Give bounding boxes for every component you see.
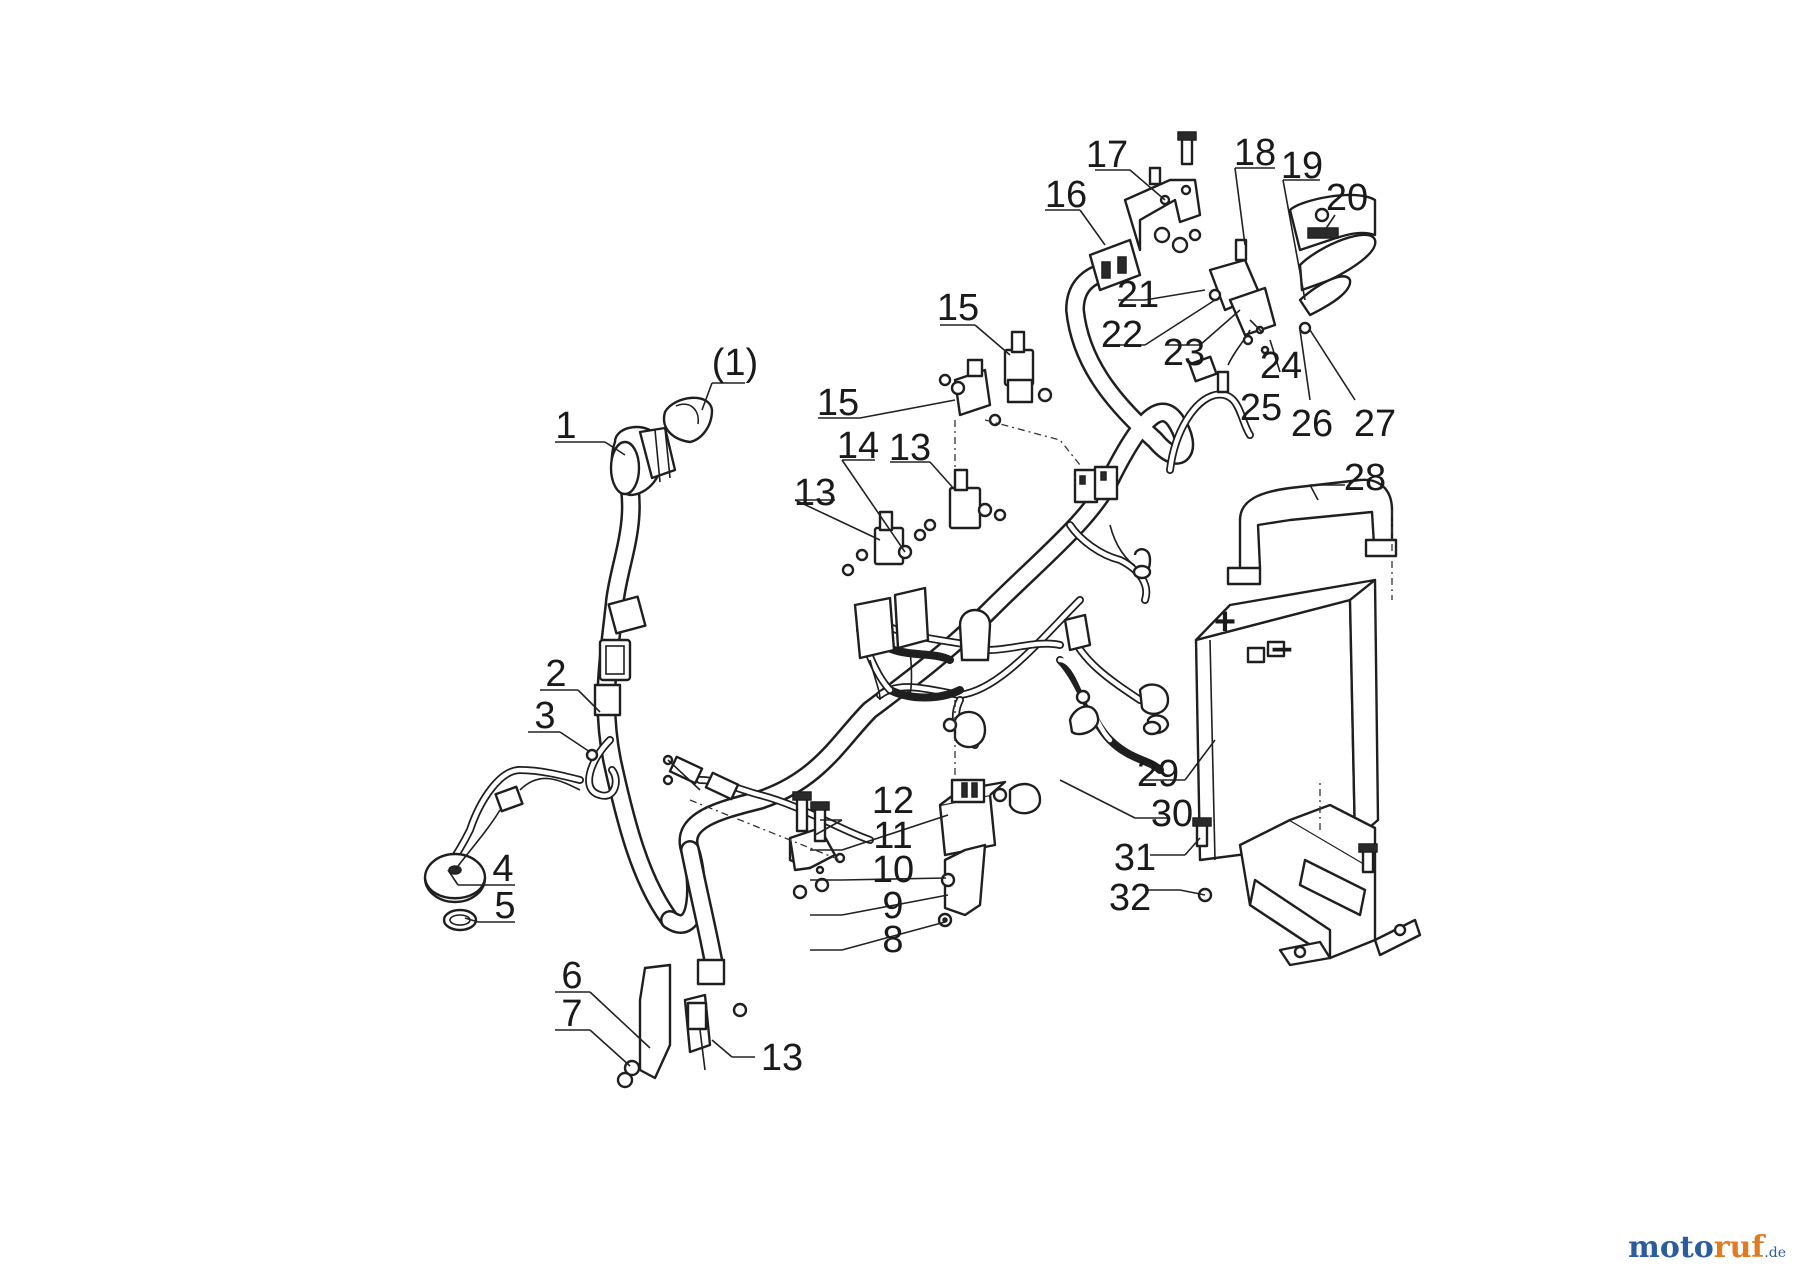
- battery: + –: [1194, 478, 1398, 862]
- callout-32: 32: [1109, 877, 1151, 919]
- callout-3: 3: [534, 695, 555, 737]
- ground-terminals: [1109, 524, 1162, 736]
- lower-bracket: [616, 963, 748, 1089]
- callout-6: 6: [561, 955, 582, 997]
- callout-8: 8: [882, 919, 903, 961]
- bracket-12: [689, 791, 846, 900]
- callout-17: 17: [1086, 134, 1128, 176]
- relay-16-bracket-17: [1088, 131, 1202, 292]
- callout-29: 29: [1137, 753, 1179, 795]
- callout-27: 27: [1354, 403, 1396, 445]
- callout-19: 19: [1281, 145, 1323, 187]
- callout-20: 20: [1326, 177, 1368, 219]
- callout-1-paren: (1): [712, 342, 758, 384]
- callout-13-left: 13: [794, 472, 836, 514]
- callout-15-upper: 15: [937, 287, 979, 329]
- callout-28: 28: [1344, 457, 1386, 499]
- callout-25: 25: [1240, 387, 1282, 429]
- battery-plus-symbol: +: [1214, 601, 1236, 643]
- watermark-part1: moto: [1628, 1230, 1714, 1265]
- callout-4: 4: [492, 848, 513, 890]
- callout-13-bottom: 13: [761, 1037, 803, 1079]
- callout-labels: (1) 1 2 3 4 5 6 7 8 9 10 11 12 13 13 13 …: [492, 132, 1396, 1079]
- callout-5: 5: [494, 885, 515, 927]
- callout-24: 24: [1260, 345, 1302, 387]
- callout-26: 26: [1291, 403, 1333, 445]
- callout-30: 30: [1151, 793, 1193, 835]
- callout-18: 18: [1234, 132, 1276, 174]
- starter-relay: [937, 700, 1007, 928]
- seat-switches: [841, 330, 1081, 701]
- battery-tray: [1192, 780, 1422, 967]
- central-connectors: [958, 465, 1152, 662]
- callout-16: 16: [1045, 174, 1087, 216]
- watermark-part2: ruf: [1713, 1230, 1765, 1265]
- relay-connectors: [662, 754, 740, 801]
- watermark-suffix: .de: [1764, 1245, 1786, 1261]
- callout-7: 7: [561, 993, 582, 1035]
- callout-21: 21: [1117, 274, 1159, 316]
- callout-15-lower: 15: [817, 382, 859, 424]
- callout-9: 9: [882, 885, 903, 927]
- horn-cap: [423, 777, 581, 932]
- leader-lines: [447, 167, 1356, 1067]
- callout-31: 31: [1114, 837, 1156, 879]
- callout-2: 2: [545, 653, 566, 695]
- callout-23: 23: [1163, 332, 1205, 374]
- callout-13-right: 13: [889, 427, 931, 469]
- brake-switch-assembly: [1188, 193, 1377, 394]
- callout-14: 14: [837, 425, 879, 467]
- callout-10: 10: [872, 849, 914, 891]
- harness-connectors: [585, 595, 726, 986]
- callout-12: 12: [872, 780, 914, 822]
- callout-1: 1: [555, 405, 576, 447]
- callout-22: 22: [1101, 314, 1143, 356]
- callout-11: 11: [873, 815, 912, 857]
- battery-minus-symbol: –: [1271, 627, 1292, 669]
- ignition-switch: [609, 396, 714, 497]
- motoruf-watermark-logo: motoruf.de: [1628, 1230, 1786, 1265]
